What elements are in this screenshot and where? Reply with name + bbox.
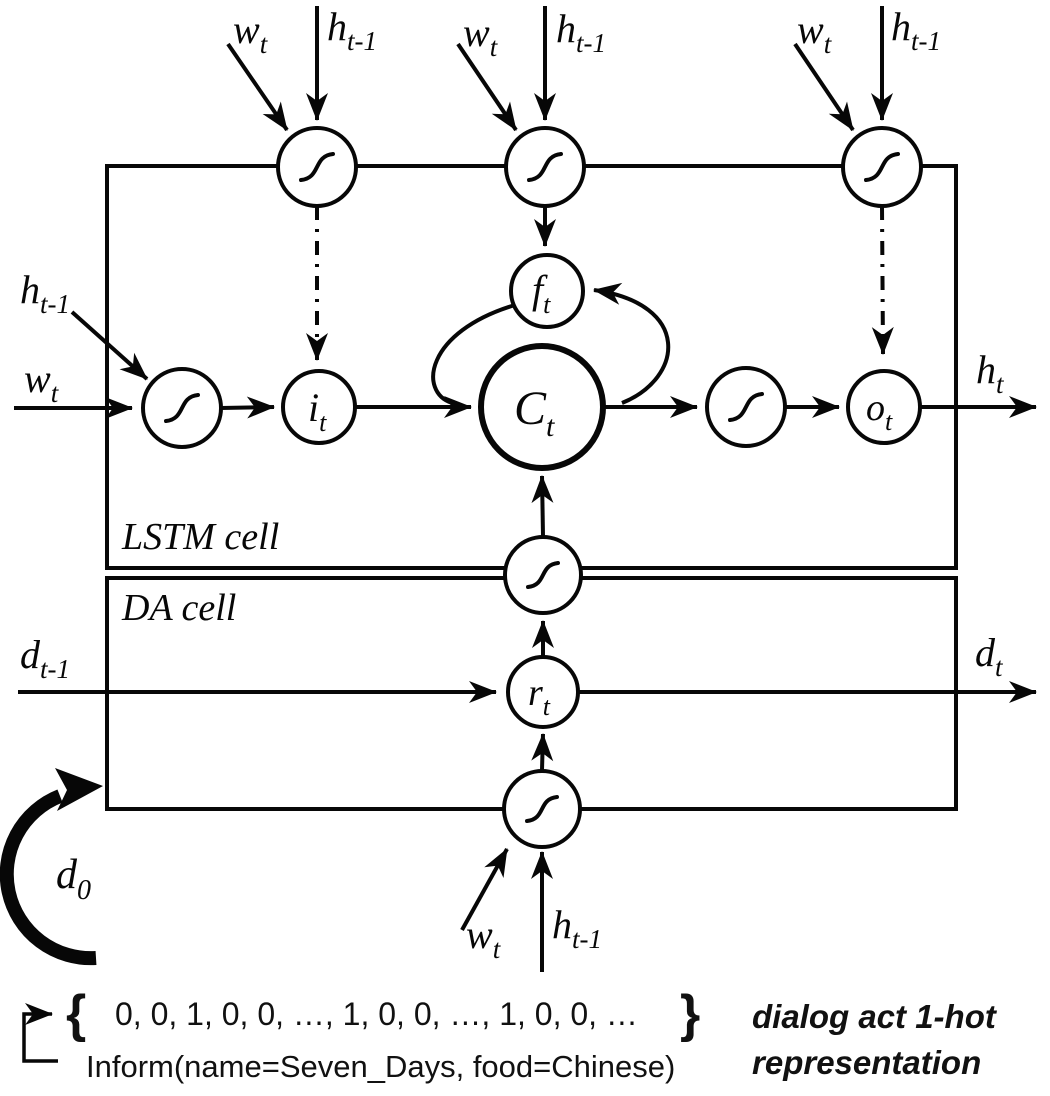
sigmoid-icon: [728, 392, 764, 422]
dt-label: dt: [975, 630, 1004, 682]
sigmoid-icon: [164, 393, 200, 423]
arrow-sigmoid-to-it: [220, 396, 275, 419]
it-label: it: [308, 385, 327, 437]
htprev-label-top3: ht-1: [891, 4, 941, 56]
sigmoid-icon: [526, 561, 560, 589]
sigmoid-glyphs: [164, 152, 900, 823]
arrow-midsigmoid-to-ct: [531, 475, 554, 537]
sigmoid-icon: [299, 152, 335, 182]
ot-label: ot: [866, 387, 893, 436]
htprev-label-left: ht-1: [20, 267, 70, 319]
d0-arrowhead: [55, 768, 103, 811]
arrow-dialogact-to-vector: [22, 1003, 58, 1063]
arrow-botsigmoid-to-rt: [531, 733, 554, 771]
ct-label: Ct: [514, 382, 555, 443]
arrow-htprev-left: [70, 310, 149, 381]
sigmoid-icon: [525, 795, 559, 823]
node-letters: it ft Ct ot rt: [308, 267, 893, 721]
ft-node: [509, 253, 585, 329]
dialog-act-block: { 0, 0, 1, 0, 0, …, 1, 0, 0, …, 1, 0, 0,…: [66, 985, 998, 1084]
nodes: [141, 126, 923, 849]
wt-label-bottom: wt: [466, 912, 502, 964]
rt-label: rt: [528, 672, 551, 721]
open-brace: {: [66, 985, 86, 1043]
wt-label-top2: wt: [463, 10, 499, 62]
d0-label: d0: [56, 852, 91, 906]
wt-label-top1: wt: [233, 7, 269, 59]
dtprev-label: dt-1: [20, 632, 70, 684]
top-input-arrows: [226, 6, 893, 132]
one-hot-vector-text: 0, 0, 1, 0, 0, …, 1, 0, 0, …, 1, 0, 0, …: [115, 996, 638, 1032]
lstm-cell-label: LSTM cell: [121, 516, 279, 558]
sigmoid-icon: [864, 152, 900, 182]
wt-label-top3: wt: [797, 7, 833, 59]
htprev-label-top2: ht-1: [556, 6, 606, 58]
arrow-wt-gate3: [793, 42, 855, 132]
htprev-label-bottom: ht-1: [552, 902, 602, 954]
sigmoid-icon: [527, 152, 563, 182]
arrow-wt-gate2: [456, 42, 518, 132]
wt-label-left: wt: [24, 356, 60, 408]
rt-node: [506, 655, 580, 729]
ct-node: [478, 343, 606, 471]
htprev-label-top1: ht-1: [327, 4, 377, 56]
arrow-wt-gate1: [226, 42, 289, 132]
it-node: [281, 369, 357, 445]
close-brace: }: [680, 985, 700, 1043]
da-cell-label: DA cell: [121, 587, 236, 629]
curve-ct-to-ft: [593, 282, 671, 405]
dialog-act-text: Inform(name=Seven_Days, food=Chinese): [86, 1049, 675, 1084]
signal-labels: wt ht-1 wt ht-1 wt ht-1 ht-1 wt ht dt-1 …: [20, 4, 1005, 964]
annotation-line1: dialog act 1-hot: [752, 998, 998, 1035]
curve-ft-to-ct: [431, 303, 516, 405]
ht-label-out: ht: [976, 347, 1005, 399]
ot-node: [846, 369, 922, 445]
d0-feedback-arc: [0, 789, 97, 966]
dashdot-gate3-to-ot: [871, 205, 894, 355]
arrow-wt-bottom: [460, 848, 509, 931]
annotation-line2: representation: [752, 1044, 981, 1081]
